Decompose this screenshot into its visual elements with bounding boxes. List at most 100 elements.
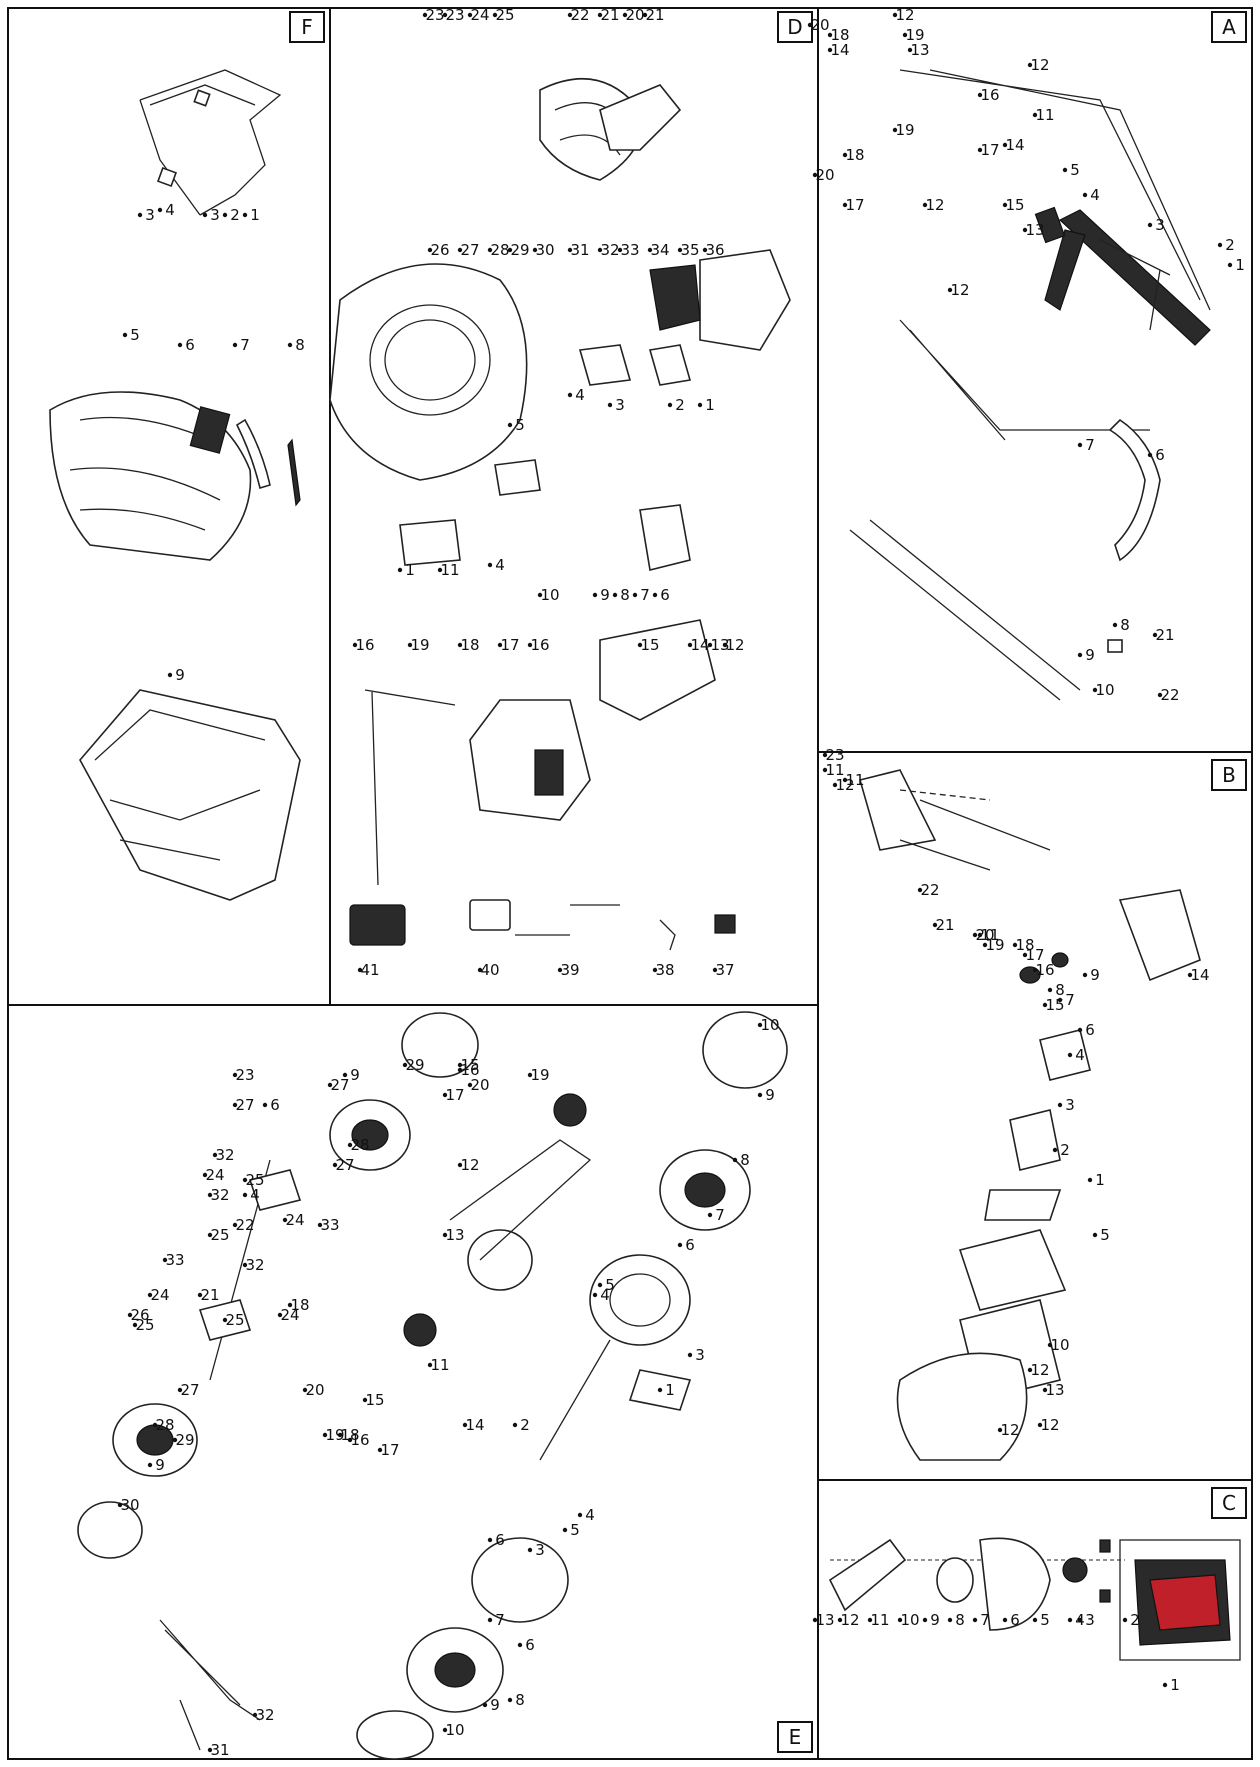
callout-b-14: 14 [1190,966,1209,984]
callout-e-12: 12 [460,1156,479,1174]
callout-d-34: 34 [650,241,669,259]
callout-b-12: 12 [1040,1416,1059,1434]
callout-dot [337,1432,343,1438]
callout-d-31: 31 [570,241,589,259]
callout-dot [652,592,658,598]
callout-d-25: 25 [495,6,514,24]
callout-e-13: 13 [445,1226,464,1244]
callout-e-10: 10 [760,1016,779,1034]
callout-dot [827,47,833,53]
callout-b-11: 11 [980,926,999,944]
callout-dot [332,1162,338,1168]
callout-dot [827,32,833,38]
battery-pack [349,904,406,946]
callout-dot [407,642,413,648]
callout-a-10: 10 [1095,681,1114,699]
callout-a-1: 1 [1235,256,1245,274]
callout-dot [597,247,603,253]
callout-dot [1032,1617,1038,1623]
bag-frame-wire [139,69,282,216]
callout-dot [252,1712,258,1718]
callout-dot [1147,452,1153,458]
callout-d-19: 19 [410,636,429,654]
callout-dot [932,922,938,928]
section-b-illustration [859,769,1201,1461]
section-label-b: B [1211,759,1247,791]
blade [828,1538,907,1612]
fan-cover [979,1537,1051,1631]
front-hubcap-top [702,1011,788,1089]
callout-dot [812,1617,818,1623]
callout-dot [327,1082,333,1088]
callout-dot [1162,1682,1168,1688]
callout-dot [362,1397,368,1403]
callout-c-10: 10 [900,1611,919,1629]
callout-dot [457,247,463,253]
callout-dot [232,342,238,348]
callout-dot [562,1527,568,1533]
callout-dot [652,967,658,973]
callout-f-2: 2 [230,206,240,224]
callout-a-5: 5 [1070,161,1080,179]
callout-dot [1012,942,1018,948]
cables [849,519,1081,701]
callout-dot [157,207,163,213]
callout-e-31: 31 [210,1741,229,1759]
callout-dot [687,642,693,648]
callout-e-32: 32 [255,1706,274,1724]
callout-dot [1042,1387,1048,1393]
callout-e-10: 10 [445,1721,464,1739]
callout-dot [732,1157,738,1163]
callout-dot [567,247,573,253]
callout-d-36: 36 [705,241,724,259]
callout-dot [1087,1177,1093,1183]
callout-b-5: 5 [1100,1226,1110,1244]
callout-dot [837,1617,843,1623]
callout-dot [617,247,623,253]
callout-dot [207,1192,213,1198]
callout-a-9: 9 [1085,646,1095,664]
callout-d-14: 14 [690,636,709,654]
callout-dot [322,1432,328,1438]
callout-e-9: 9 [350,1066,360,1084]
callout-dot [222,1317,228,1323]
callout-e-20: 20 [470,1076,489,1094]
callout-dot [1032,967,1038,973]
callout-e-23: 23 [235,1066,254,1084]
battery-cover [469,699,591,821]
callout-e-5: 5 [605,1276,615,1294]
callout-c-12: 12 [840,1611,859,1629]
callout-e-1: 1 [665,1381,675,1399]
callout-d-20: 20 [625,6,644,24]
callout-a-14: 14 [830,41,849,59]
gearbox-pulley [467,1229,533,1291]
callout-dot [1042,1002,1048,1008]
rear-hubcap-top [401,1012,479,1078]
callout-d-29: 29 [510,241,529,259]
sheet-frame [7,7,1253,1760]
callout-dot [842,202,848,208]
callout-dot [242,1177,248,1183]
callout-e-21: 21 [200,1286,219,1304]
callout-dot [1122,1617,1128,1623]
callout-e-27: 27 [335,1156,354,1174]
callout-f-3: 3 [145,206,155,224]
callout-dot [902,32,908,38]
callout-dot [807,22,813,28]
callout-dot [867,1617,873,1623]
callout-dot [287,1302,293,1308]
callout-dot [202,1172,208,1178]
callout-dot [1022,227,1028,233]
callout-dot [592,592,598,598]
callout-dot [917,887,923,893]
callout-d-12: 12 [725,636,744,654]
callout-dot [262,1102,268,1108]
callout-dot [757,1022,763,1028]
callout-d-33: 33 [620,241,639,259]
callout-b-20: 20 [975,926,994,944]
callout-d-21: 21 [600,6,619,24]
callout-c-4: 4 [1075,1611,1085,1629]
callout-d-10: 10 [540,586,559,604]
callout-e-25: 25 [135,1316,154,1334]
